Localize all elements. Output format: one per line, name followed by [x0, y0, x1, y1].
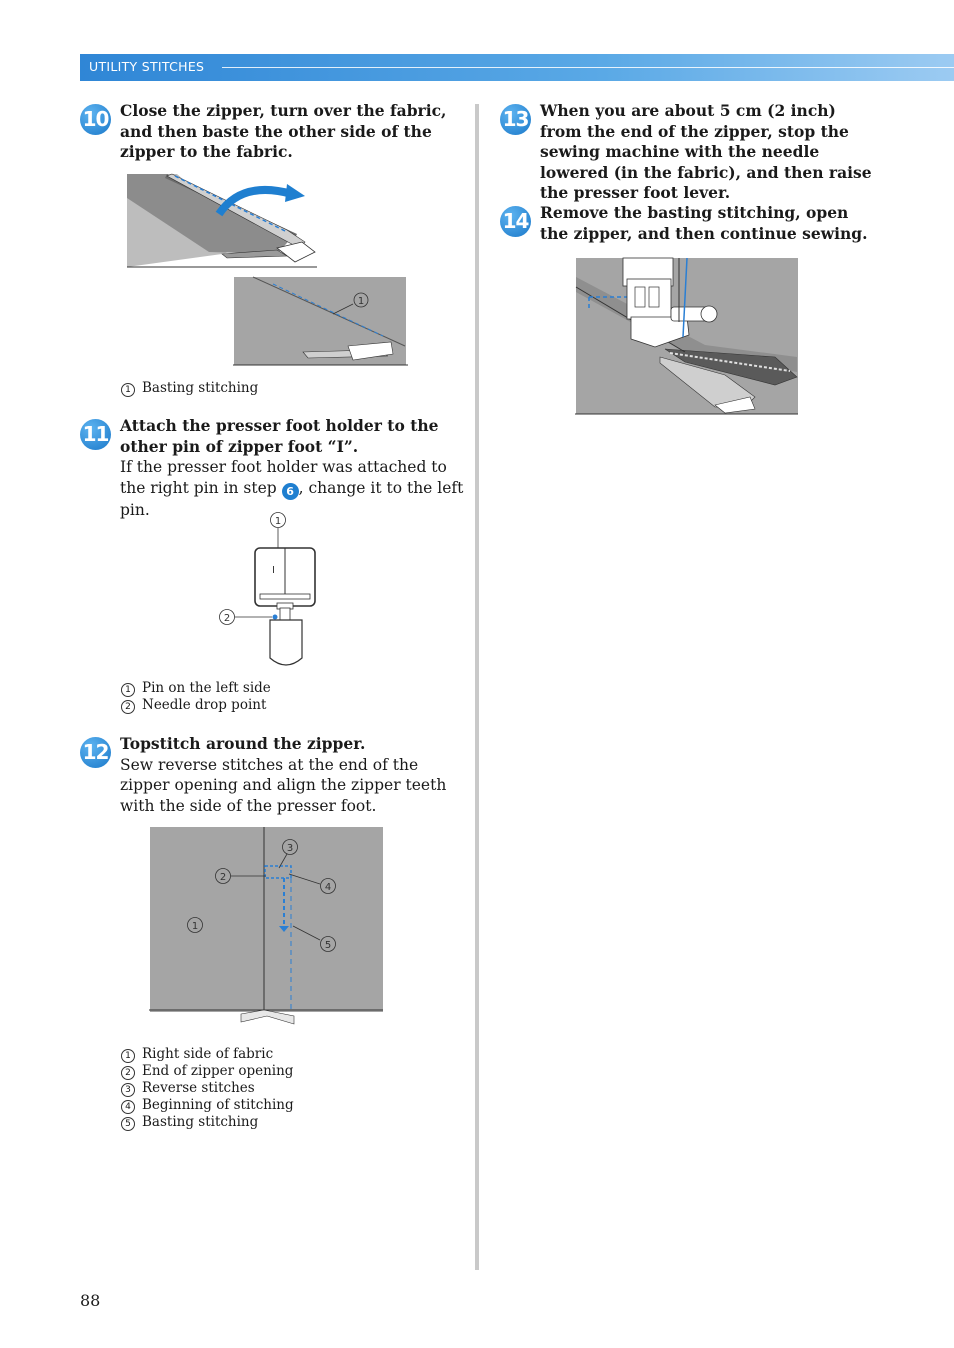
step-14-sewing-figure — [575, 257, 798, 415]
legend-label: Reverse stitches — [142, 1080, 255, 1096]
legend-item: 5 Basting stitching — [121, 1114, 294, 1131]
legend-item: 2 End of zipper opening — [121, 1063, 294, 1080]
legend-number: 1 — [121, 1049, 135, 1063]
step-12-badge: 12 — [80, 737, 111, 768]
fig-callout: 5 — [325, 940, 331, 951]
step-11-body: If the presser foot holder was attached … — [120, 457, 465, 520]
step-11-body-text-end: , change it to the left pin. — [120, 478, 464, 519]
legend-item: 3 Reverse stitches — [121, 1080, 294, 1097]
page-number: 88 — [80, 1291, 101, 1310]
legend-number: 5 — [121, 1117, 135, 1131]
legend-item: 1 Right side of fabric — [121, 1046, 294, 1063]
section-title: UTILITY STITCHES — [89, 59, 205, 74]
legend-number: 1 — [121, 383, 135, 397]
step-14-heading: Remove the basting stitching, open the z… — [540, 203, 868, 243]
legend-item: 2 Needle drop point — [121, 697, 271, 714]
step-14-badge: 14 — [500, 206, 531, 237]
step-10-legend: 1 Basting stitching — [121, 380, 258, 397]
step-13-badge: 13 — [500, 104, 531, 135]
legend-item: 1 Pin on the left side — [121, 680, 271, 697]
foot-letter: I — [272, 565, 275, 576]
legend-number: 2 — [121, 1066, 135, 1080]
step-11-badge: 11 — [80, 419, 111, 450]
legend-item: 4 Beginning of stitching — [121, 1097, 294, 1114]
step-11-body-text: If the presser foot holder was attached … — [120, 458, 447, 497]
fig-callout: 1 — [358, 296, 364, 307]
legend-label: End of zipper opening — [142, 1063, 294, 1079]
step-6-reference-badge: 6 — [281, 482, 299, 500]
step-11-heading: Attach the presser foot holder to the ot… — [120, 416, 439, 456]
step-12-topstitch-figure: 3 2 4 1 5 — [149, 827, 383, 1025]
step-11-text: Attach the presser foot holder to the ot… — [120, 416, 465, 520]
fig-callout: 4 — [325, 882, 331, 893]
step-10-figure-top — [127, 173, 317, 268]
header-rule — [222, 67, 954, 68]
step-12-legend: 1 Right side of fabric 2 End of zipper ope… — [121, 1046, 294, 1131]
fig-callout: 2 — [224, 613, 230, 624]
fig-callout: 1 — [275, 516, 281, 527]
legend-item: 1 Basting stitching — [121, 380, 258, 397]
column-divider — [475, 104, 479, 1270]
step-12-text: Topstitch around the zipper. Sew reverse… — [120, 734, 450, 816]
step-13-heading: When you are about 5 cm (2 inch) from th… — [540, 101, 872, 202]
step-10-figure-bottom: 1 — [233, 276, 408, 366]
legend-number: 4 — [121, 1100, 135, 1114]
fig-callout: 1 — [192, 921, 198, 932]
step-10-heading: Close the zipper, turn over the fabric, … — [120, 101, 447, 161]
legend-number: 1 — [121, 683, 135, 697]
legend-number: 2 — [121, 700, 135, 714]
step-10-badge: 10 — [80, 104, 111, 135]
legend-label: Needle drop point — [142, 697, 267, 713]
step-12-body: Sew reverse stitches at the end of the z… — [120, 755, 447, 815]
step-11-zipper-foot-figure: 1 I 2 — [219, 512, 316, 666]
legend-label: Beginning of stitching — [142, 1097, 294, 1113]
legend-label: Basting stitching — [142, 1114, 259, 1130]
fig-callout: 3 — [287, 843, 293, 854]
legend-label: Basting stitching — [142, 380, 259, 396]
legend-label: Right side of fabric — [142, 1046, 274, 1062]
step-11-legend: 1 Pin on the left side 2 Needle drop point — [121, 680, 271, 714]
step-12-heading: Topstitch around the zipper. — [120, 734, 366, 753]
section-header-bar: UTILITY STITCHES — [80, 54, 954, 81]
legend-number: 3 — [121, 1083, 135, 1097]
fig-callout: 2 — [220, 872, 226, 883]
legend-label: Pin on the left side — [142, 680, 271, 696]
